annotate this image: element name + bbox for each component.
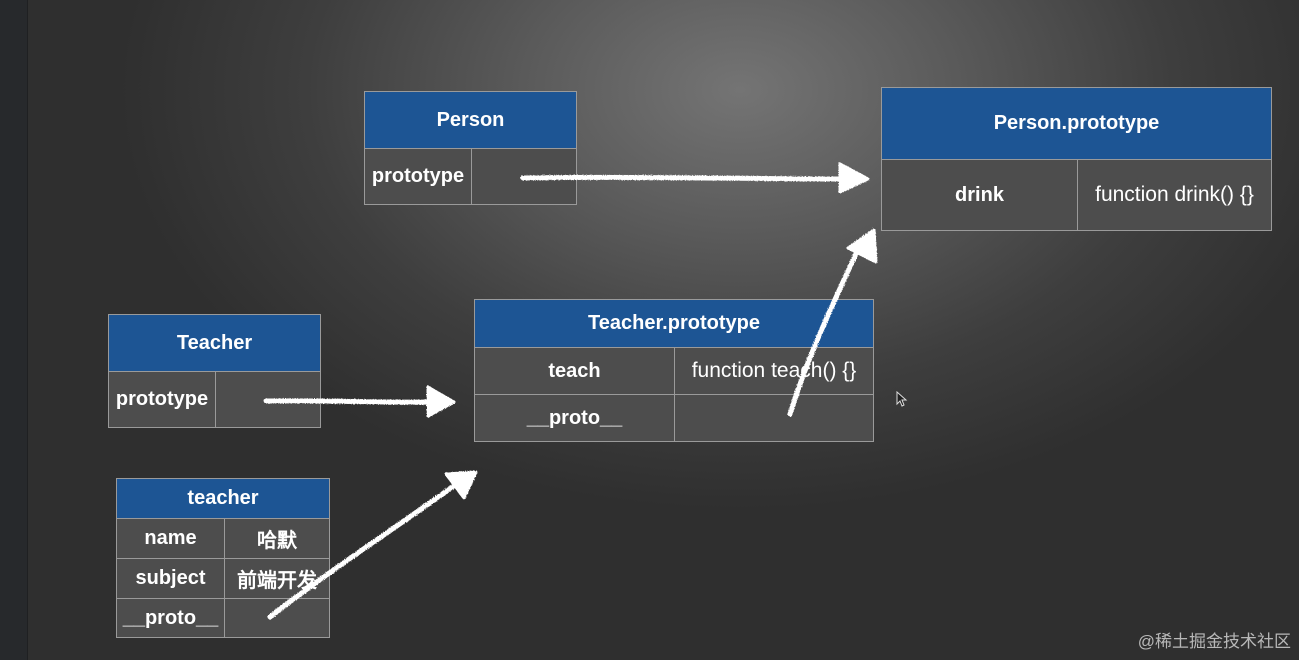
teach-row: teach function teach() {} bbox=[475, 348, 873, 395]
subject-key: subject bbox=[135, 567, 206, 589]
person-prototype-box: Person.prototype drink function drink() … bbox=[881, 87, 1272, 231]
name-value: 哈默 bbox=[224, 519, 329, 558]
left-sidebar-strip bbox=[0, 0, 28, 660]
person-prototype-key: prototype bbox=[371, 165, 465, 187]
teacher-prototype-title: Teacher.prototype bbox=[475, 300, 873, 348]
drink-key: drink bbox=[955, 183, 1004, 206]
teacher-instance-proto-row: __proto__ bbox=[117, 599, 329, 637]
teacher-prototype-value bbox=[215, 372, 320, 427]
teacher-instance-proto-value bbox=[224, 599, 329, 637]
teacher-instance-box: teacher name 哈默 subject 前端开发 __proto__ bbox=[116, 478, 330, 638]
person-prototype-value bbox=[471, 149, 576, 204]
teach-key: teach bbox=[548, 359, 601, 382]
teacher-prototype-proto-value bbox=[674, 395, 873, 441]
person-prototype-row: prototype bbox=[365, 149, 576, 204]
teacher-prototype-row: prototype bbox=[109, 372, 320, 427]
teacher-prototype-proto-row: __proto__ bbox=[475, 395, 873, 441]
name-key: name bbox=[144, 527, 197, 549]
subject-value: 前端开发 bbox=[224, 559, 329, 598]
teacher-instance-title: teacher bbox=[117, 479, 329, 519]
teacher-prototype-box: Teacher.prototype teach function teach()… bbox=[474, 299, 874, 442]
person-constructor-box: Person prototype bbox=[364, 91, 577, 205]
teach-value: function teach() {} bbox=[674, 348, 873, 394]
teacher-constructor-title: Teacher bbox=[109, 315, 320, 372]
mouse-cursor-icon bbox=[896, 391, 908, 407]
subject-row: subject 前端开发 bbox=[117, 559, 329, 599]
name-row: name 哈默 bbox=[117, 519, 329, 559]
person-prototype-title: Person.prototype bbox=[882, 88, 1271, 160]
teacher-constructor-box: Teacher prototype bbox=[108, 314, 321, 428]
drink-row: drink function drink() {} bbox=[882, 160, 1271, 230]
teacher-prototype-key: prototype bbox=[115, 388, 209, 410]
teacher-prototype-proto-key: __proto__ bbox=[526, 406, 623, 429]
person-title: Person bbox=[365, 92, 576, 149]
watermark-text: @稀土掘金技术社区 bbox=[1137, 632, 1291, 651]
drink-value: function drink() {} bbox=[1077, 160, 1271, 230]
teacher-instance-proto-key: __proto__ bbox=[122, 606, 219, 629]
